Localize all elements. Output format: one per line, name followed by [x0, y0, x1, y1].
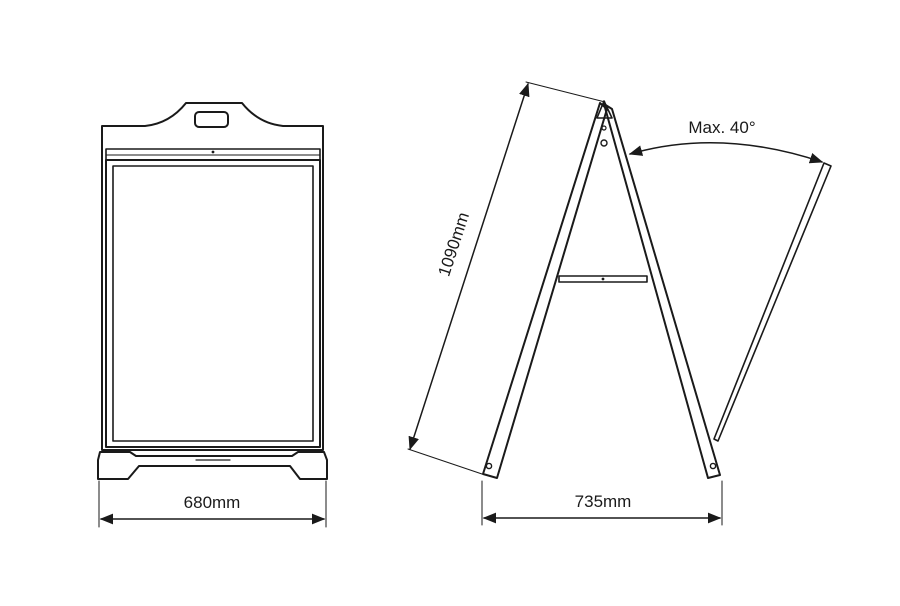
max-angle-label: Max. 40°: [688, 118, 755, 137]
back-leg: [603, 103, 721, 479]
spreader-bolt: [601, 277, 605, 281]
side-view: Max. 40° 1090mm 735mm: [407, 81, 832, 526]
front-foot-bolt: [485, 462, 493, 470]
height-ext-top: [525, 81, 606, 103]
header-screw: [211, 150, 215, 154]
open-leg: [713, 162, 832, 442]
hinge-cap: [596, 100, 613, 119]
poster-frame-outer: [105, 159, 321, 448]
front-frame-outline: [101, 102, 324, 451]
height-ext-bottom: [407, 448, 483, 475]
front-base-feet: [97, 451, 328, 480]
poster-frame-inner: [112, 165, 314, 442]
side-length-label: 1090mm: [435, 210, 474, 279]
side-length-arrow: [408, 82, 530, 451]
base-width-label: 735mm: [575, 492, 632, 511]
hinge-pin: [601, 125, 607, 131]
front-view: 680mm: [97, 102, 328, 528]
front-width-label: 680mm: [184, 493, 241, 512]
back-foot-bolt: [709, 462, 717, 470]
handle-slot: [194, 111, 229, 128]
spreader-bar: [558, 275, 648, 283]
front-leg: [482, 102, 608, 479]
angle-arc: [628, 142, 824, 164]
hinge-bolt: [600, 139, 608, 147]
